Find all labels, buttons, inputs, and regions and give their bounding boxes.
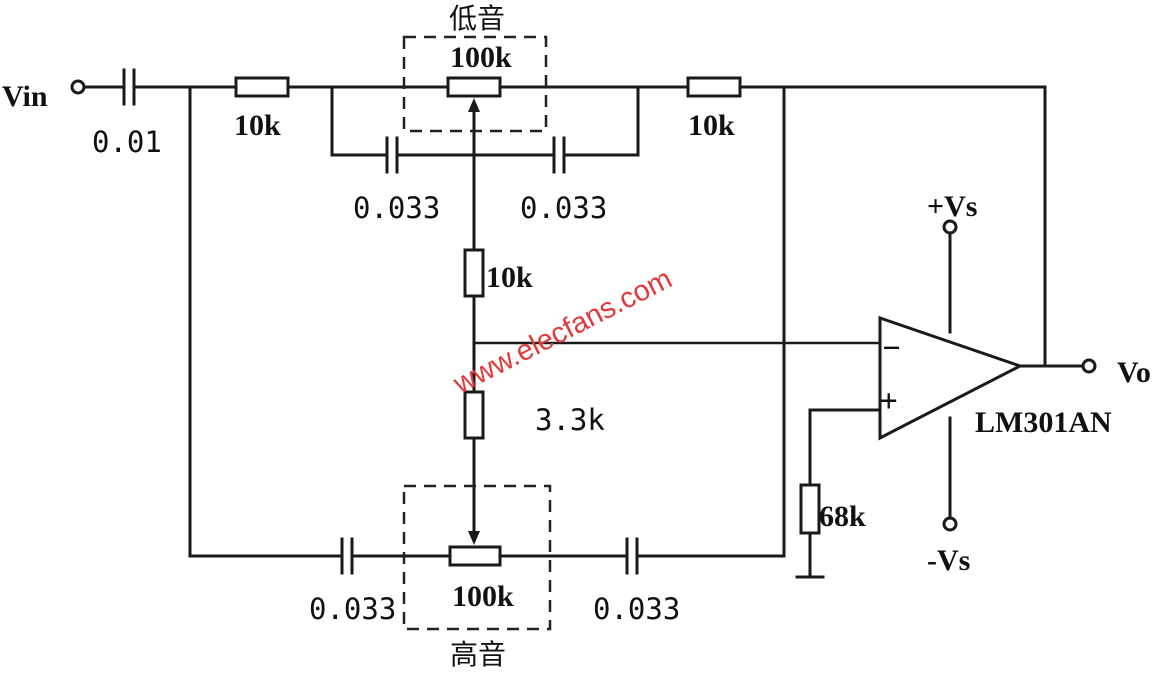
potentiometer-bass <box>446 76 502 130</box>
capacitor-bass-right <box>552 136 566 174</box>
wires <box>83 85 1085 579</box>
capacitor-treble-left <box>340 537 354 575</box>
bass-dashed-box <box>402 35 548 133</box>
vo-terminal <box>1081 358 1097 374</box>
resistor-3-3k <box>463 390 485 440</box>
label-vs-neg: -Vs <box>927 544 970 577</box>
label-c-bass-left: 0.033 <box>353 191 440 225</box>
resistor-68k <box>799 483 821 535</box>
label-treble-pot: 100k <box>452 580 514 613</box>
label-r-68: 68k <box>819 500 866 533</box>
opamp-symbol <box>878 315 1024 441</box>
label-vo: Vo <box>1117 356 1151 389</box>
label-c-treble-left: 0.033 <box>309 592 396 626</box>
vin-terminal <box>70 79 86 95</box>
label-c-bass-right: 0.033 <box>520 191 607 225</box>
resistor-left-top <box>234 76 290 98</box>
opamp-minus-label: − <box>883 330 900 364</box>
label-r-left-top: 10k <box>234 109 281 142</box>
vs-neg-terminal <box>942 516 958 532</box>
label-r-33: 3.3k <box>535 403 605 437</box>
label-opamp: LM301AN <box>975 406 1112 439</box>
label-c-in: 0.01 <box>92 125 162 159</box>
label-r-mid: 10k <box>486 261 533 294</box>
treble-dashed-box <box>402 484 552 631</box>
potentiometer-treble <box>448 531 502 567</box>
vs-pos-terminal <box>942 219 958 235</box>
capacitor-treble-right <box>625 537 639 575</box>
label-bass-title: 低音 <box>449 2 505 35</box>
resistor-mid <box>463 248 485 298</box>
opamp-plus-label: + <box>880 383 897 417</box>
label-r-right-top: 10k <box>688 109 735 142</box>
label-bass-pot: 100k <box>450 41 512 74</box>
label-treble-title: 高音 <box>450 638 506 671</box>
resistor-right-top <box>686 76 742 98</box>
capacitor-c-in <box>122 68 136 106</box>
label-c-treble-right: 0.033 <box>593 592 680 626</box>
capacitor-bass-left <box>385 136 399 174</box>
label-vin: Vin <box>2 80 48 113</box>
label-vs-pos: +Vs <box>927 190 977 223</box>
